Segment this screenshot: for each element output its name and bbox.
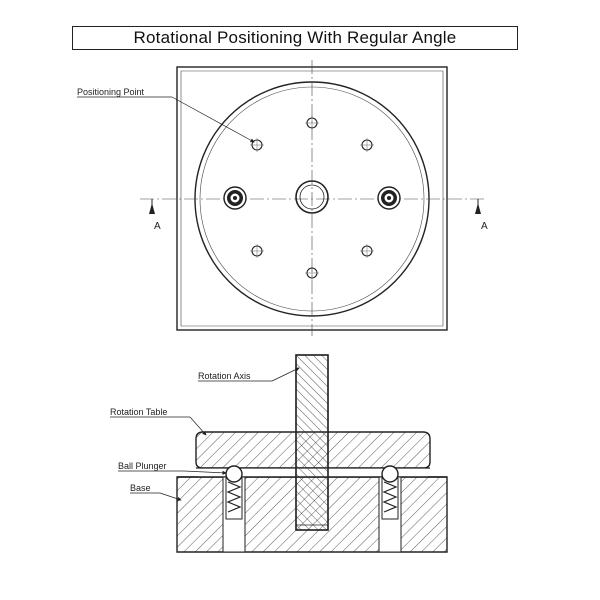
ball-plunger-top-left <box>223 186 247 210</box>
positioning-point-callout: Positioning Point <box>77 87 255 143</box>
ball-plunger-label: Ball Plunger <box>118 461 167 471</box>
section-label-right: A <box>481 221 488 232</box>
section-arrow-right: A <box>475 199 488 232</box>
rotation-axis-label: Rotation Axis <box>198 371 251 381</box>
rotation-table-label: Rotation Table <box>110 407 167 417</box>
diagram-title: Rotational Positioning With Regular Angl… <box>72 26 518 50</box>
rotation-axis-shaft <box>295 354 329 531</box>
section-label-left: A <box>154 221 161 232</box>
section-view: Rotation Axis Rotation Table Ball Plunge… <box>110 354 448 553</box>
rotation-axis-callout: Rotation Axis <box>198 367 300 382</box>
ball-plunger-section-left <box>222 465 246 553</box>
positioning-point-label: Positioning Point <box>77 87 145 97</box>
top-view: A A Positioning Point <box>77 60 488 336</box>
base-label: Base <box>130 483 151 493</box>
section-arrow-left: A <box>149 199 161 232</box>
central-bore <box>295 180 329 214</box>
ball-plunger-top-right <box>377 186 401 210</box>
ball-plunger-callout: Ball Plunger <box>118 461 227 475</box>
ball-plunger-section-right <box>378 465 402 553</box>
rotation-table-callout: Rotation Table <box>110 407 207 436</box>
base-callout: Base <box>130 483 182 501</box>
